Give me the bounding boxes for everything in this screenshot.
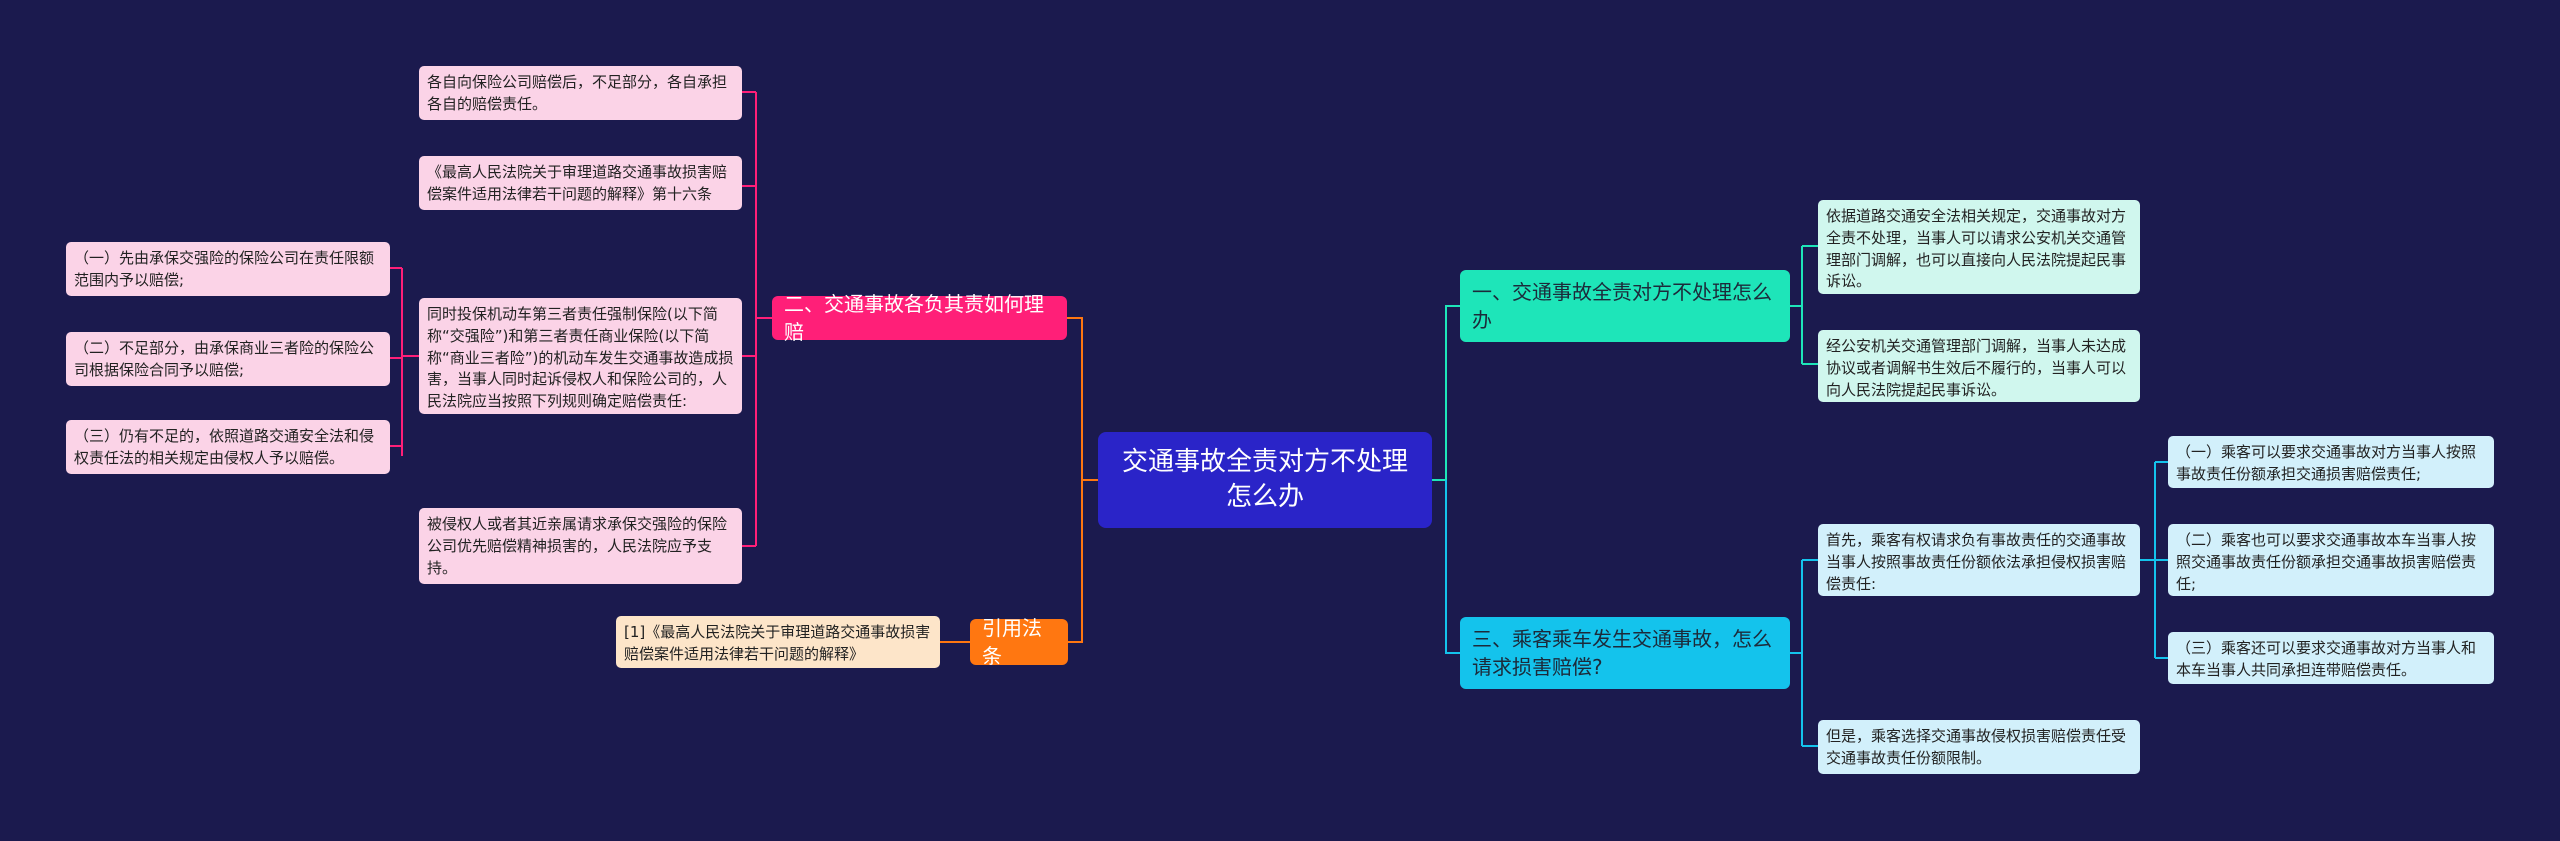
leaf-citation-ref-text: [1]《最高人民法院关于审理道路交通事故损害赔偿案件适用法律若干问题的解释》 bbox=[624, 623, 931, 663]
leaf-mental-damages[interactable]: 被侵权人或者其近亲属请求承保交强险的保险公司优先赔偿精神损害的，人民法院应予支持… bbox=[419, 508, 742, 584]
link-passenger-leaves bbox=[1790, 559, 1818, 747]
leaf-mediation[interactable]: 依据道路交通安全法相关规定，交通事故对方全责不处理，当事人可以请求公安机关交通管… bbox=[1818, 200, 2140, 294]
branch-duties[interactable]: 二、交通事故各负其责如何理赔 bbox=[772, 292, 1067, 344]
leaf-passenger-sub-3-text: （三）乘客还可以要求交通事故对方当事人和本车当事人共同承担连带赔偿责任。 bbox=[2176, 639, 2477, 679]
branch-duties-label: 二、交通事故各负其责如何理赔 bbox=[784, 292, 1044, 344]
link-passenger-sub bbox=[2140, 461, 2168, 659]
leaf-passenger-however[interactable]: 但是，乘客选择交通事故侵权损害赔偿责任受交通事故责任份额限制。 bbox=[1818, 720, 2140, 774]
link-root-not-handling bbox=[1432, 305, 1460, 481]
link-root-duties bbox=[1067, 317, 1098, 481]
leaf-supreme-court-16-text: 《最高人民法院关于审理道路交通事故损害赔偿案件适用法律若干问题的解释》第十六条 bbox=[427, 163, 728, 203]
leaf-after-mediation[interactable]: 经公安机关交通管理部门调解，当事人未达成协议或者调解书生效后不履行的，当事人可以… bbox=[1818, 330, 2140, 402]
leaf-each-insurer-text: 各自向保险公司赔偿后，不足部分，各自承担各自的赔偿责任。 bbox=[427, 73, 728, 113]
link-not-handling-leaves bbox=[1790, 245, 1818, 365]
branch-passenger-label: 三、乘客乘车发生交通事故，怎么请求损害赔偿? bbox=[1472, 627, 1772, 679]
link-root-citation bbox=[1068, 480, 1083, 643]
branch-not-handling[interactable]: 一、交通事故全责对方不处理怎么办 bbox=[1460, 270, 1790, 342]
leaf-rule-1[interactable]: （一）先由承保交强险的保险公司在责任限额范围内予以赔偿; bbox=[66, 242, 390, 296]
branch-citation-label: 引用法条 bbox=[982, 616, 1042, 668]
root-topic[interactable]: 交通事故全责对方不处理怎么办 bbox=[1098, 432, 1432, 528]
leaf-mediation-text: 依据道路交通安全法相关规定，交通事故对方全责不处理，当事人可以请求公安机关交通管… bbox=[1826, 207, 2127, 291]
link-rules bbox=[390, 267, 419, 456]
leaf-after-mediation-text: 经公安机关交通管理部门调解，当事人未达成协议或者调解书生效后不履行的，当事人可以… bbox=[1826, 337, 2127, 399]
leaf-rule-2-text: （二）不足部分，由承保商业三者险的保险公司根据保险合同予以赔偿; bbox=[74, 339, 375, 379]
leaf-rule-3-text: （三）仍有不足的，依照道路交通安全法和侵权责任法的相关规定由侵权人予以赔偿。 bbox=[74, 427, 375, 467]
leaf-both-insured[interactable]: 同时投保机动车第三者责任强制保险(以下简称“交强险”)和第三者责任商业保险(以下… bbox=[419, 298, 742, 414]
leaf-passenger-sub-2-text: （二）乘客也可以要求交通事故本车当事人按照交通事故责任份额承担交通事故损害赔偿责… bbox=[2176, 531, 2477, 593]
leaf-rule-1-text: （一）先由承保交强险的保险公司在责任限额范围内予以赔偿; bbox=[74, 249, 375, 289]
leaf-passenger-sub-1-text: （一）乘客可以要求交通事故对方当事人按照事故责任份额承担交通损害赔偿责任; bbox=[2176, 443, 2477, 483]
leaf-both-insured-text: 同时投保机动车第三者责任强制保险(以下简称“交强险”)和第三者责任商业保险(以下… bbox=[427, 305, 734, 410]
leaf-citation-ref[interactable]: [1]《最高人民法院关于审理道路交通事故损害赔偿案件适用法律若干问题的解释》 bbox=[616, 616, 940, 668]
leaf-passenger-however-text: 但是，乘客选择交通事故侵权损害赔偿责任受交通事故责任份额限制。 bbox=[1826, 727, 2127, 767]
link-duties-leaves bbox=[742, 91, 772, 547]
leaf-passenger-sub-3[interactable]: （三）乘客还可以要求交通事故对方当事人和本车当事人共同承担连带赔偿责任。 bbox=[2168, 632, 2494, 684]
leaf-each-insurer[interactable]: 各自向保险公司赔偿后，不足部分，各自承担各自的赔偿责任。 bbox=[419, 66, 742, 120]
root-topic-label: 交通事故全责对方不处理怎么办 bbox=[1121, 446, 1408, 512]
branch-citation[interactable]: 引用法条 bbox=[970, 616, 1068, 668]
leaf-passenger-first[interactable]: 首先，乘客有权请求负有事故责任的交通事故当事人按照事故责任份额依法承担侵权损害赔… bbox=[1818, 524, 2140, 596]
leaf-mental-damages-text: 被侵权人或者其近亲属请求承保交强险的保险公司优先赔偿精神损害的，人民法院应予支持… bbox=[427, 515, 728, 577]
leaf-passenger-sub-2[interactable]: （二）乘客也可以要求交通事故本车当事人按照交通事故责任份额承担交通事故损害赔偿责… bbox=[2168, 524, 2494, 596]
leaf-rule-3[interactable]: （三）仍有不足的，依照道路交通安全法和侵权责任法的相关规定由侵权人予以赔偿。 bbox=[66, 420, 390, 474]
leaf-rule-2[interactable]: （二）不足部分，由承保商业三者险的保险公司根据保险合同予以赔偿; bbox=[66, 332, 390, 386]
leaf-passenger-first-text: 首先，乘客有权请求负有事故责任的交通事故当事人按照事故责任份额依法承担侵权损害赔… bbox=[1826, 531, 2127, 593]
leaf-supreme-court-16[interactable]: 《最高人民法院关于审理道路交通事故损害赔偿案件适用法律若干问题的解释》第十六条 bbox=[419, 156, 742, 210]
leaf-passenger-sub-1[interactable]: （一）乘客可以要求交通事故对方当事人按照事故责任份额承担交通损害赔偿责任; bbox=[2168, 436, 2494, 488]
link-root-passenger bbox=[1445, 480, 1460, 654]
branch-not-handling-label: 一、交通事故全责对方不处理怎么办 bbox=[1472, 280, 1772, 332]
branch-passenger[interactable]: 三、乘客乘车发生交通事故，怎么请求损害赔偿? bbox=[1460, 617, 1790, 689]
